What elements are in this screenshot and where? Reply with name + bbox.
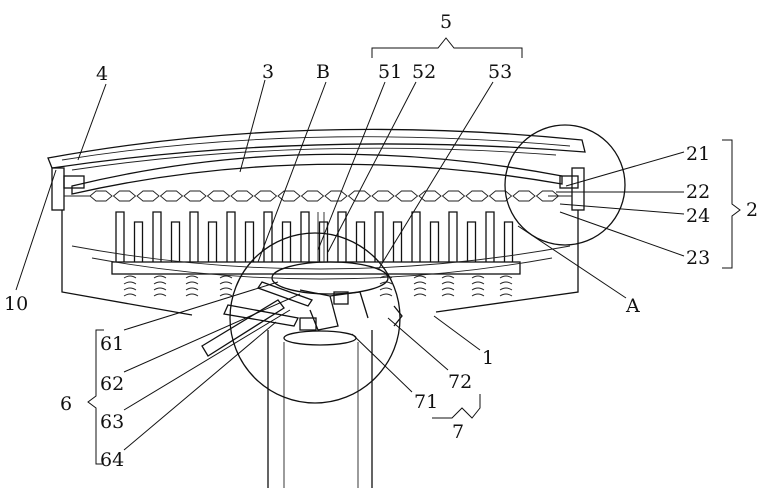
spring (441, 275, 455, 297)
tooth (394, 190, 419, 202)
label-1: 1 (482, 347, 494, 369)
comb-finger (337, 211, 347, 262)
tooth (488, 190, 513, 202)
label-52: 52 (412, 61, 436, 83)
comb-fingers (115, 211, 514, 262)
label-51: 51 (378, 61, 402, 83)
tooth (371, 190, 395, 202)
spring (471, 275, 485, 297)
comb-finger (281, 221, 292, 262)
comb-finger (189, 211, 199, 262)
plate (71, 153, 563, 195)
comb-finger (485, 211, 495, 262)
comb-finger (226, 211, 236, 262)
tooth (441, 190, 466, 202)
comb-finger (374, 211, 384, 262)
tooth (418, 190, 442, 202)
tooth (183, 190, 207, 202)
tooth (159, 190, 184, 202)
lid (47, 128, 586, 171)
comb-finger (263, 211, 273, 262)
bowl (61, 210, 579, 316)
spring (499, 275, 513, 297)
label-3: 3 (262, 61, 274, 83)
comb-finger (429, 221, 440, 262)
label-22: 22 (686, 181, 710, 203)
label-21: 21 (686, 143, 710, 165)
comb-finger (503, 221, 514, 262)
label-23: 23 (686, 247, 710, 269)
comb-base (111, 261, 521, 275)
detail-circles (229, 124, 626, 404)
comb-finger (207, 221, 218, 262)
comb-finger (355, 221, 366, 262)
teeth-row (89, 190, 560, 202)
labels: 4 3 B 5 51 52 53 21 22 24 23 2 A 10 1 72… (4, 11, 758, 471)
tooth (512, 190, 536, 202)
label-2: 2 (746, 199, 758, 221)
spring (219, 275, 233, 297)
tooth (535, 190, 560, 202)
label-71: 71 (414, 391, 438, 413)
tooth (112, 190, 137, 202)
leader-lines (15, 37, 741, 465)
comb-finger (170, 221, 181, 262)
label-5: 5 (440, 11, 452, 33)
label-7: 7 (452, 421, 464, 443)
tooth (230, 190, 254, 202)
label-B: B (316, 61, 330, 83)
label-24: 24 (686, 205, 710, 227)
comb-finger (244, 221, 255, 262)
label-61: 61 (100, 333, 124, 355)
label-4: 4 (96, 63, 108, 85)
tooth (347, 190, 372, 202)
spring (123, 275, 137, 297)
label-64: 64 (100, 449, 124, 471)
springs (123, 275, 513, 297)
label-6: 6 (60, 393, 72, 415)
label-72: 72 (448, 371, 472, 393)
comb-finger (448, 211, 458, 262)
tooth (89, 190, 113, 202)
comb-finger (318, 221, 329, 262)
rim-clamps (51, 167, 585, 211)
pipe (267, 330, 373, 488)
spring (413, 275, 427, 297)
tooth (206, 190, 231, 202)
comb-finger (466, 221, 477, 262)
comb-finger (115, 211, 125, 262)
tooth (253, 190, 278, 202)
comb-finger (133, 221, 144, 262)
label-10: 10 (4, 293, 28, 315)
comb-finger (152, 211, 162, 262)
spring (185, 275, 199, 297)
label-62: 62 (100, 373, 124, 395)
comb-finger (300, 211, 310, 262)
tooth (465, 190, 489, 202)
comb-finger (411, 211, 421, 262)
label-A: A (625, 295, 640, 317)
tooth (136, 190, 160, 202)
tooth (300, 190, 325, 202)
comb-finger (392, 221, 403, 262)
tooth (277, 190, 301, 202)
label-53: 53 (488, 61, 512, 83)
label-63: 63 (100, 411, 124, 433)
spring (153, 275, 167, 297)
tooth (324, 190, 348, 202)
